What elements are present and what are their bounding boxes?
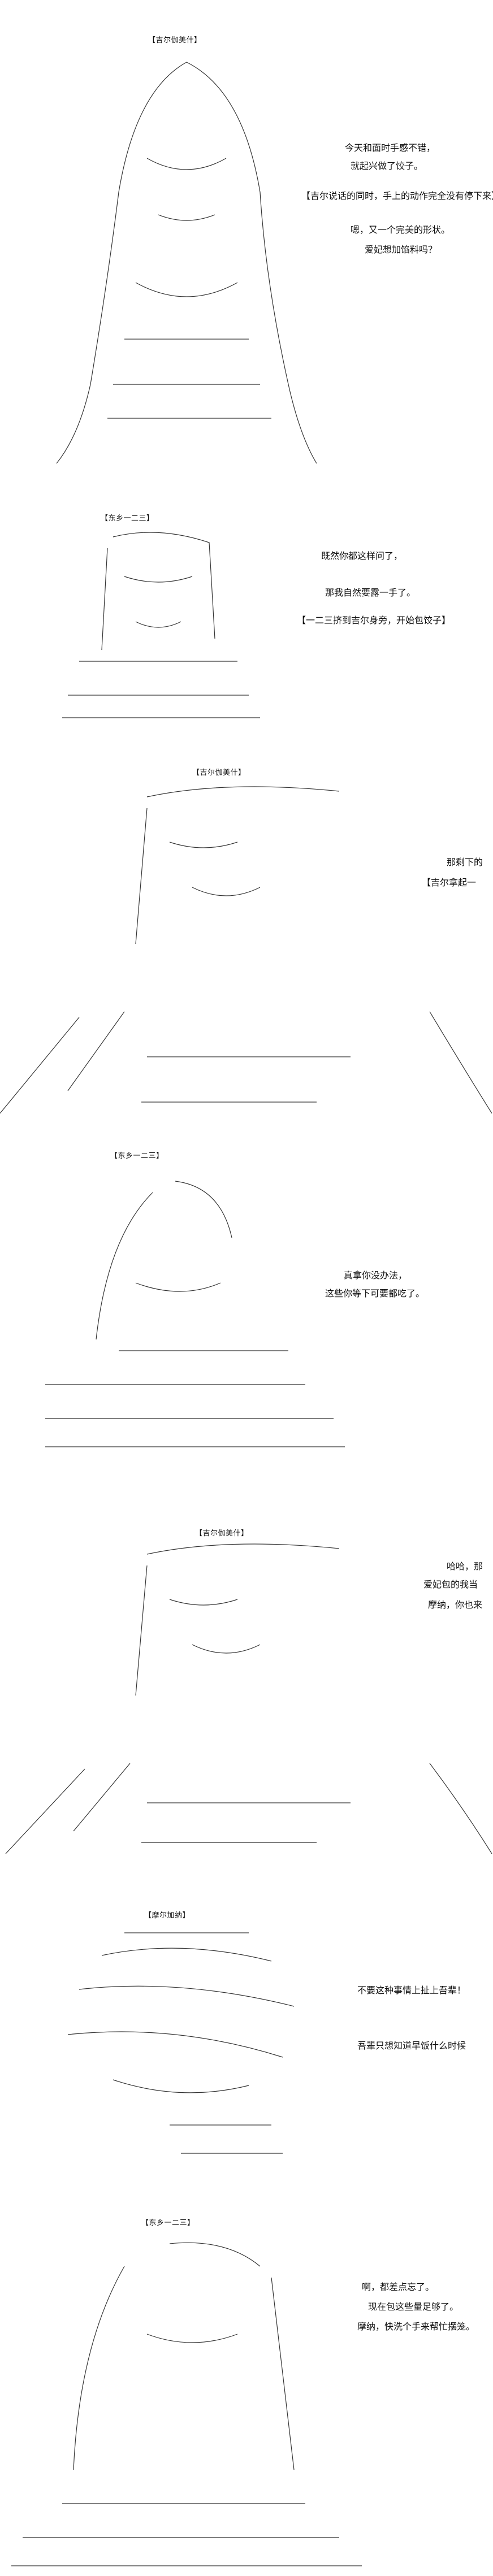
panel-7: 【东乡一二三】 啊，都差点忘了。 现在包这些量足够了。 摩纳，快洗个手来帮忙摆笼… [0,2176,493,2576]
dialogue-line: 现在包这些量足够了。 [368,2301,459,2312]
dialogue-line: 啊，都差点忘了。 [362,2282,435,2292]
dialogue-line: 摩纳，你也来 [428,1599,483,1610]
character-ascii-art [56,62,317,464]
character-ascii-art [11,2242,362,2566]
dialogue-line: 【吉尔拿起一 [422,877,477,888]
speaker-label: 【吉尔伽美什】 [192,769,246,777]
dialogue-line: 摩纳，快洗个手来帮忙摆笼。 [357,2321,475,2332]
dialogue-line: 既然你都这样问了， [321,550,403,561]
speaker-label: 【吉尔伽美什】 [148,36,202,45]
dialogue-line: 吾辈只想知道早饭什么时候 [357,2040,466,2051]
dialogue-line: 今天和面时手感不错， [345,142,436,153]
panel-4: 【东乡一二三】 真拿你没办法， 这些你等下可要都吃了。 [0,1130,493,1498]
panel-3: 【吉尔伽美什】 那剩下的 【吉尔拿起一 [0,735,493,1130]
character-ascii-art [45,1181,345,1447]
panel-2: 【东乡一二三】 既然你都这样问了， 那我自然要露一手了。 【一二三挤到吉尔身旁，… [0,480,493,735]
dialogue-line: 嗯，又一个完美的形状。 [351,224,451,235]
panel-1: 【吉尔伽美什】 今天和面时手感不错， 就起兴做了饺子。 【吉尔说话的同时，手上的… [0,0,493,480]
dialogue-line: 那我自然要露一手了。 [325,587,416,598]
panel-5: 【吉尔伽美什】 哈哈，那 爱妃包的我当 摩纳，你也来 [0,1498,493,1865]
dialogue-line: 【一二三挤到吉尔身旁，开始包饺子】 [297,615,451,626]
speaker-label: 【摩尔加纳】 [144,1911,191,1920]
character-ascii-art [5,1543,492,1854]
speaker-label: 【东乡一二三】 [141,2219,195,2227]
panel-6: 【摩尔加纳】 不要这种事情上扯上吾辈！ 吾辈只想知道早饭什么时候 [0,1865,493,2176]
speaker-label: 【东乡一二三】 [101,514,154,523]
speaker-label: 【东乡一二三】 [110,1152,164,1160]
dialogue-line: 不要这种事情上扯上吾辈！ [357,1985,466,1996]
dialogue-line: 【吉尔说话的同时，手上的动作完全没有停下来】 [301,190,493,201]
character-ascii-art [0,786,492,1114]
dialogue-line: 爱妃想加馅料吗？ [365,244,438,255]
dialogue-line: 真拿你没办法， [344,1270,408,1281]
dialogue-line: 就起兴做了饺子。 [351,161,423,171]
dialogue-line: 那剩下的 [447,857,483,868]
dialogue-line: 爱妃包的我当 [423,1579,478,1590]
dialogue-line: 哈哈，那 [447,1561,483,1572]
speaker-label: 【吉尔伽美什】 [195,1529,249,1538]
character-ascii-art [67,1932,295,2154]
dialogue-line: 这些你等下可要都吃了。 [325,1288,425,1299]
character-ascii-art [62,532,260,718]
